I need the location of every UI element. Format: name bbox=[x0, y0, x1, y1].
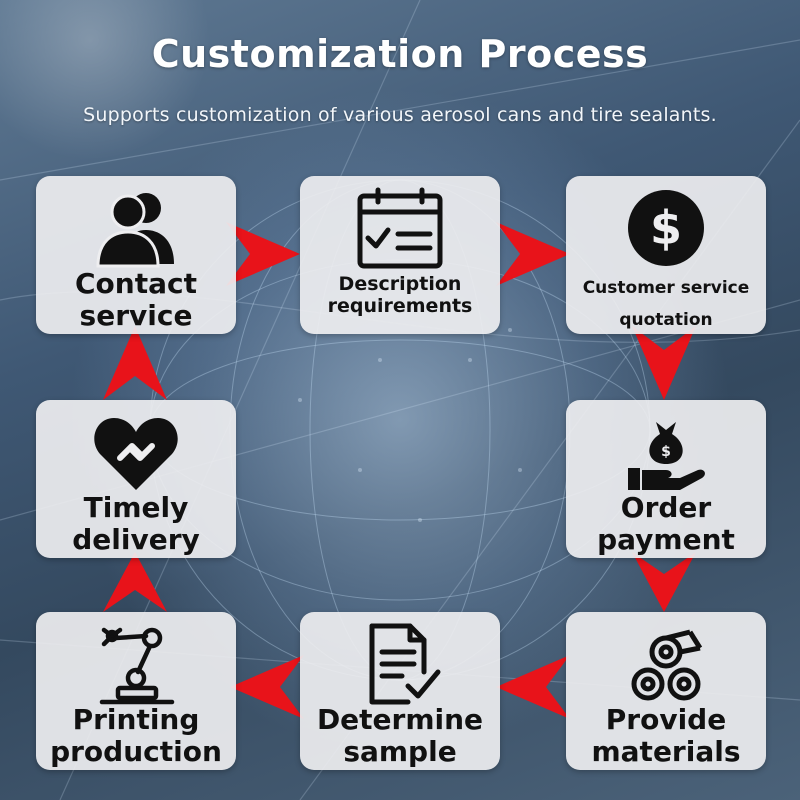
step-label: Provide materials bbox=[566, 703, 766, 769]
label-line: service bbox=[79, 299, 193, 333]
document-check-icon bbox=[369, 623, 441, 705]
label-line: sample bbox=[343, 735, 457, 769]
label-line: production bbox=[50, 735, 222, 769]
step-order-payment: $ Order payment bbox=[566, 400, 766, 558]
heart-handshake-icon bbox=[94, 418, 178, 490]
page-title: Customization Process bbox=[151, 32, 649, 76]
label-line: materials bbox=[591, 735, 741, 769]
step-customer-service-quotation: $ Customer service quotation bbox=[566, 176, 766, 334]
step-provide-materials: Provide materials bbox=[566, 612, 766, 770]
robot-arm-icon bbox=[99, 627, 175, 705]
label-line: Contact bbox=[75, 267, 197, 300]
label-line: quotation bbox=[619, 310, 713, 331]
label-line: payment bbox=[597, 523, 735, 557]
step-label: Customer service quotation bbox=[566, 272, 766, 337]
label-line: Printing bbox=[72, 703, 200, 736]
step-contact-service: Contact service bbox=[36, 176, 236, 334]
calendar-checklist-icon bbox=[357, 187, 443, 269]
step-label: Timely delivery bbox=[36, 491, 236, 557]
step-label: Contact service bbox=[36, 267, 236, 333]
step-label: Determine sample bbox=[300, 703, 500, 769]
step-description-requirements: Description requirements bbox=[300, 176, 500, 334]
step-label: Printing production bbox=[36, 703, 236, 769]
label-line: Customer service bbox=[582, 278, 750, 298]
label-line: Description bbox=[338, 273, 462, 295]
step-timely-delivery: Timely delivery bbox=[36, 400, 236, 558]
step-printing-production: Printing production bbox=[36, 612, 236, 770]
svg-text:$: $ bbox=[650, 201, 682, 255]
svg-text:$: $ bbox=[661, 444, 671, 460]
material-rolls-icon bbox=[631, 629, 703, 701]
label-line: Provide bbox=[605, 703, 727, 736]
step-determine-sample: Determine sample bbox=[300, 612, 500, 770]
page-subtitle: Supports customization of various aeroso… bbox=[83, 104, 717, 126]
people-icon bbox=[96, 193, 174, 268]
step-label: Order payment bbox=[566, 491, 766, 557]
label-line: requirements bbox=[327, 294, 473, 317]
step-label: Description requirements bbox=[300, 273, 500, 318]
hand-money-bag-icon: $ bbox=[628, 422, 705, 490]
label-line: Timely bbox=[83, 491, 189, 524]
label-line: Determine bbox=[316, 703, 484, 736]
label-line: delivery bbox=[72, 523, 200, 557]
label-line: Order bbox=[620, 491, 712, 524]
dollar-coin-icon: $ bbox=[628, 190, 704, 266]
